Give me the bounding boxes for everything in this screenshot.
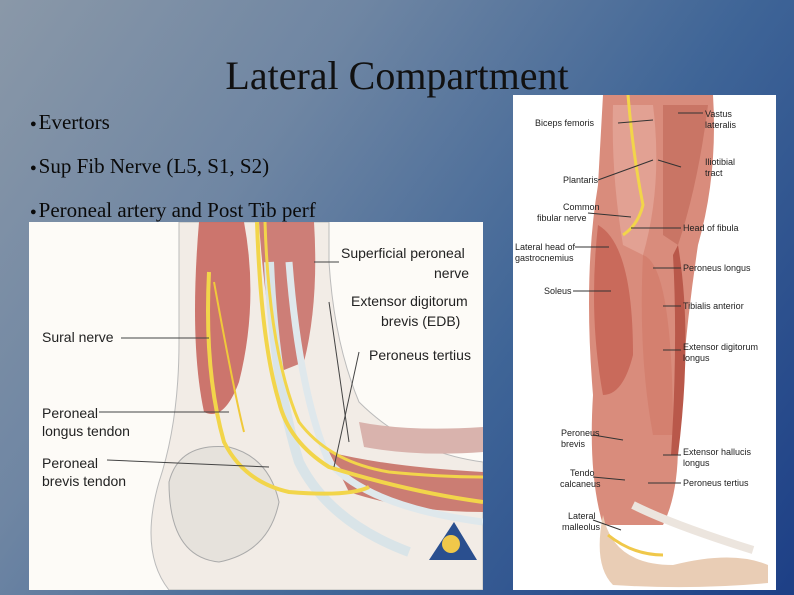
label-plantaris: Plantaris bbox=[563, 175, 599, 185]
label-peroneal-longus: Peroneal bbox=[42, 405, 98, 421]
label-sural-nerve: Sural nerve bbox=[42, 329, 114, 345]
label-tendo-calcaneus-2: calcaneus bbox=[560, 479, 601, 489]
label-ext-dig-longus-2: longus bbox=[683, 353, 710, 363]
label-ext-hallucis-2: longus bbox=[683, 458, 710, 468]
label-ext-dig-longus: Extensor digitorum bbox=[683, 342, 758, 352]
label-peroneus-tertius-right: Peroneus tertius bbox=[683, 478, 749, 488]
label-tibialis-anterior: Tibialis anterior bbox=[683, 301, 744, 311]
label-iliotibial-tract: Iliotibial bbox=[705, 157, 735, 167]
bullet-dot-icon: ● bbox=[30, 162, 37, 175]
bullet-dot-icon: ● bbox=[30, 118, 37, 131]
label-lateral-head: Lateral head of bbox=[515, 242, 576, 252]
bullet-item: ●Evertors bbox=[30, 110, 110, 135]
label-ext-hallucis: Extensor hallucis bbox=[683, 447, 752, 457]
label-biceps-femoris: Biceps femoris bbox=[535, 118, 595, 128]
foot-nerve-illustration: Superficial peroneal nerve Extensor digi… bbox=[29, 222, 483, 590]
bullet-text: Peroneal artery and Post Tib perf bbox=[38, 198, 316, 222]
label-edb: Extensor digitorum bbox=[351, 293, 468, 309]
label-common-fibular-2: fibular nerve bbox=[537, 213, 587, 223]
label-iliotibial-tract-2: tract bbox=[705, 168, 723, 178]
foot-nerve-drawing: Superficial peroneal nerve Extensor digi… bbox=[42, 222, 483, 590]
label-peroneus-longus: Peroneus longus bbox=[683, 263, 751, 273]
slide-title: Lateral Compartment bbox=[225, 53, 569, 98]
label-vastus-lateralis: Vastus bbox=[705, 109, 732, 119]
label-tendo-calcaneus: Tendo bbox=[570, 468, 595, 478]
label-peroneus-tertius: Peroneus tertius bbox=[369, 347, 471, 363]
label-common-fibular: Common bbox=[563, 202, 600, 212]
label-head-of-fibula: Head of fibula bbox=[683, 223, 739, 233]
label-lateral-head-2: gastrocnemius bbox=[515, 253, 574, 263]
label-superficial-peroneal-2: nerve bbox=[434, 265, 469, 281]
label-vastus-lateralis-2: lateralis bbox=[705, 120, 737, 130]
label-peroneal-longus-2: longus tendon bbox=[42, 423, 130, 439]
label-lateral-malleolus: Lateral bbox=[568, 511, 596, 521]
bullet-item: ●Peroneal artery and Post Tib perf bbox=[30, 198, 316, 223]
label-soleus: Soleus bbox=[544, 286, 572, 296]
bullet-dot-icon: ● bbox=[30, 206, 37, 219]
label-peroneal-brevis: Peroneal bbox=[42, 455, 98, 471]
bullet-item: ●Sup Fib Nerve (L5, S1, S2) bbox=[30, 154, 269, 179]
label-superficial-peroneal: Superficial peroneal bbox=[341, 245, 465, 261]
label-edb-2: brevis (EDB) bbox=[381, 313, 460, 329]
label-lateral-malleolus-2: malleolus bbox=[562, 522, 601, 532]
label-peroneus-brevis: Peroneus bbox=[561, 428, 600, 438]
bullet-text: Sup Fib Nerve (L5, S1, S2) bbox=[38, 154, 270, 178]
label-peroneus-brevis-2: brevis bbox=[561, 439, 586, 449]
label-peroneal-brevis-2: brevis tendon bbox=[42, 473, 126, 489]
lateral-leg-drawing: Biceps femoris Plantaris Common fibular … bbox=[515, 95, 768, 588]
lateral-leg-illustration: Biceps femoris Plantaris Common fibular … bbox=[513, 95, 776, 590]
bullet-text: Evertors bbox=[38, 110, 110, 134]
